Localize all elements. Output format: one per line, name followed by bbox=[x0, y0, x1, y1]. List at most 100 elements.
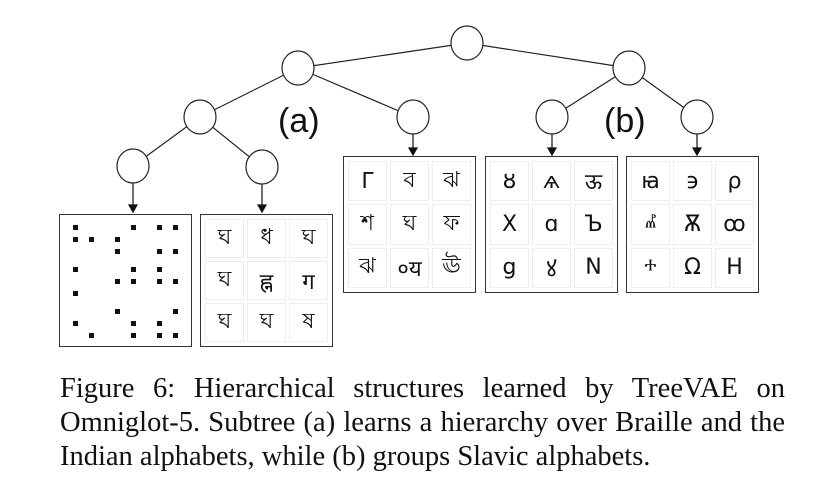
character-sample bbox=[64, 303, 103, 342]
character-sample bbox=[106, 261, 145, 300]
character-sample: ঊ bbox=[432, 247, 471, 288]
braille-dot bbox=[130, 266, 136, 272]
character-sample bbox=[64, 261, 103, 300]
braille-dot bbox=[172, 278, 178, 284]
braille-dot bbox=[72, 236, 78, 242]
character-sample: ⰼ bbox=[631, 204, 670, 245]
character-sample: Ѫ bbox=[673, 204, 712, 245]
tree-arrows bbox=[127, 134, 703, 214]
character-sample bbox=[148, 261, 187, 300]
tree-node-leaf bbox=[116, 148, 150, 184]
braille-dot bbox=[156, 266, 162, 272]
character-sample: ঘ bbox=[205, 303, 244, 342]
character-sample: Ω bbox=[673, 247, 712, 288]
character-sample: ϶ bbox=[673, 161, 712, 202]
braille-dot bbox=[114, 236, 120, 242]
character-sample: ȣ bbox=[490, 161, 529, 202]
tree-nodes bbox=[116, 25, 714, 185]
character-sample bbox=[148, 219, 187, 258]
braille-dot bbox=[156, 248, 162, 254]
character-sample: ०य bbox=[390, 247, 429, 288]
subtree-label-b: (b) bbox=[604, 102, 646, 140]
character-sample: ধ bbox=[247, 219, 286, 258]
braille-dot bbox=[72, 320, 78, 326]
tree-node-leaf bbox=[680, 99, 714, 135]
character-sample: Х bbox=[490, 204, 529, 245]
character-sample: ঘ bbox=[247, 303, 286, 342]
tree-node-leaf bbox=[245, 149, 279, 185]
cluster-braille bbox=[59, 214, 192, 347]
braille-dot bbox=[130, 320, 136, 326]
character-sample: ꝏ bbox=[715, 204, 754, 245]
tree-node-leaf bbox=[535, 99, 569, 135]
character-sample: ঘ bbox=[205, 219, 244, 258]
braille-dot bbox=[172, 308, 178, 314]
character-sample: ग bbox=[289, 261, 328, 300]
braille-dot bbox=[130, 332, 136, 338]
character-sample: Ъ bbox=[574, 204, 613, 245]
character-sample: ঝ bbox=[432, 161, 471, 202]
character-sample bbox=[106, 219, 145, 258]
braille-dot bbox=[114, 278, 120, 284]
braille-dot bbox=[156, 278, 162, 284]
braille-dot bbox=[172, 332, 178, 338]
subtree-label-a: (a) bbox=[278, 102, 320, 140]
braille-character bbox=[109, 222, 143, 256]
character-sample bbox=[64, 219, 103, 258]
braille-character bbox=[109, 264, 143, 298]
character-sample: ঝ bbox=[348, 247, 387, 288]
character-sample: Ν bbox=[574, 247, 613, 288]
character-sample: ꙋ bbox=[532, 247, 571, 288]
braille-dot bbox=[72, 290, 78, 296]
braille-character bbox=[151, 222, 185, 256]
character-sample: ɑ bbox=[532, 204, 571, 245]
braille-character bbox=[151, 306, 185, 340]
braille-dot bbox=[172, 248, 178, 254]
character-sample: ᒥ bbox=[348, 161, 387, 202]
character-sample: ⰰ bbox=[631, 247, 670, 288]
braille-character bbox=[67, 306, 101, 340]
braille-dot bbox=[72, 224, 78, 230]
tree-node-root bbox=[450, 25, 484, 61]
character-sample: ऊ bbox=[574, 161, 613, 202]
braille-dot bbox=[156, 224, 162, 230]
character-sample: ѧ bbox=[532, 161, 571, 202]
braille-dot bbox=[156, 332, 162, 338]
figure-caption: Figure 6: Hierarchical structures learne… bbox=[60, 373, 785, 472]
braille-character bbox=[67, 264, 101, 298]
tree-node bbox=[612, 50, 646, 86]
braille-character bbox=[109, 306, 143, 340]
tree-diagram bbox=[116, 25, 714, 214]
character-sample: ঘ bbox=[205, 261, 244, 300]
character-sample: ꙗ bbox=[631, 161, 670, 202]
character-sample: ρ bbox=[715, 161, 754, 202]
tree-node-leaf bbox=[396, 99, 430, 135]
character-sample: Н bbox=[715, 247, 754, 288]
braille-dot bbox=[114, 248, 120, 254]
tree-node bbox=[183, 99, 217, 135]
character-sample: ह्न bbox=[247, 261, 286, 300]
character-sample: ց bbox=[490, 247, 529, 288]
braille-dot bbox=[114, 308, 120, 314]
braille-character bbox=[151, 264, 185, 298]
character-sample: ঘ bbox=[390, 204, 429, 245]
character-sample: ঘ bbox=[289, 219, 328, 258]
character-sample: ব bbox=[390, 161, 429, 202]
character-sample: শ bbox=[348, 204, 387, 245]
character-sample bbox=[148, 303, 187, 342]
braille-dot bbox=[172, 224, 178, 230]
braille-character bbox=[67, 222, 101, 256]
character-sample bbox=[106, 303, 145, 342]
braille-dot bbox=[88, 236, 94, 242]
braille-dot bbox=[130, 278, 136, 284]
character-sample: ষ bbox=[289, 303, 328, 342]
character-sample: ফ bbox=[432, 204, 471, 245]
braille-dot bbox=[88, 332, 94, 338]
braille-dot bbox=[130, 224, 136, 230]
tree-node bbox=[281, 50, 315, 86]
braille-dot bbox=[156, 320, 162, 326]
